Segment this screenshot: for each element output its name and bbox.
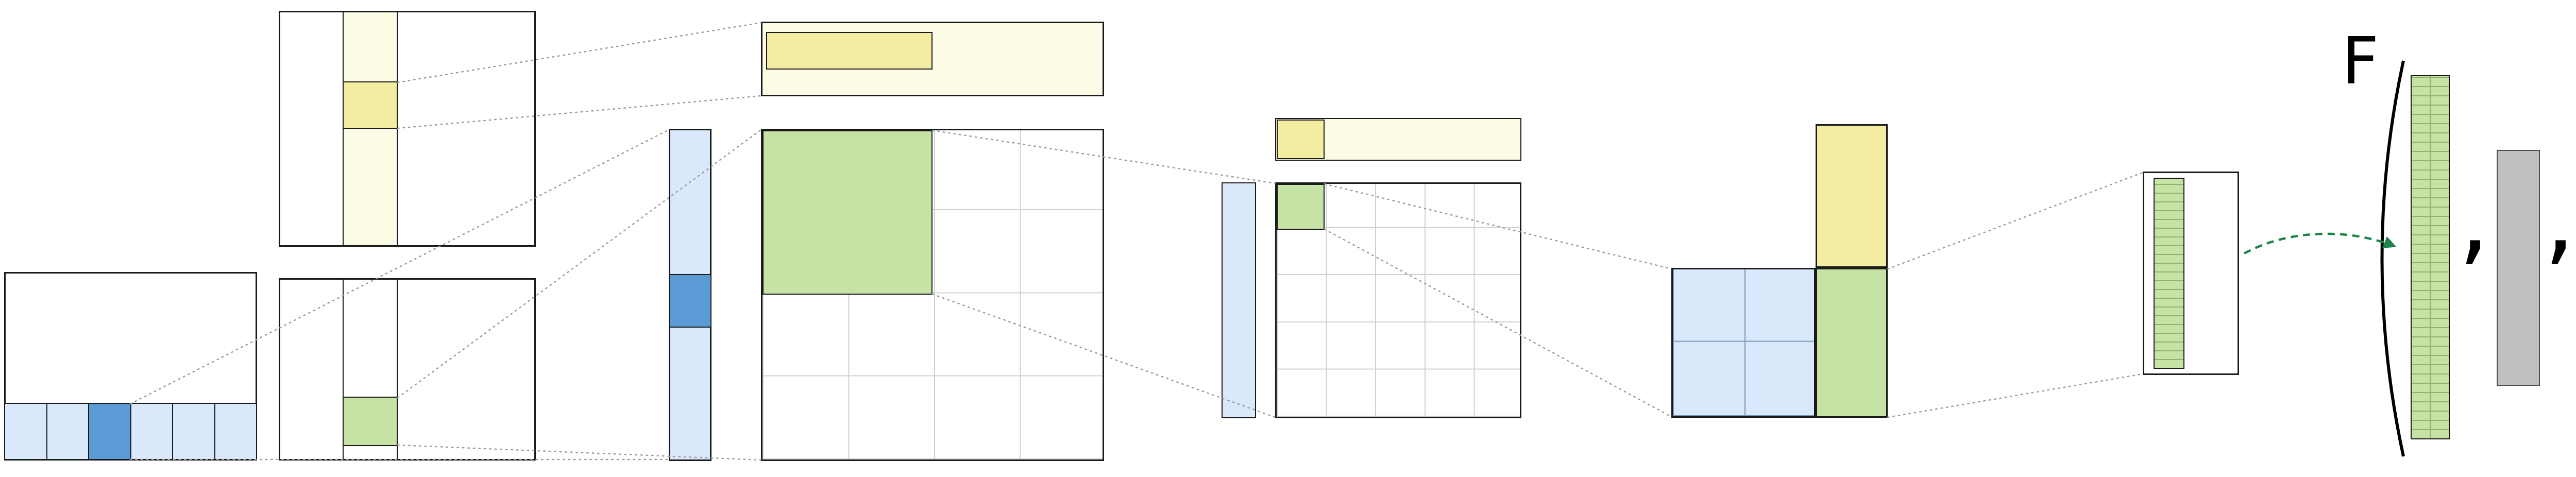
argument-gray-vector bbox=[2497, 150, 2540, 386]
green-block bbox=[1816, 268, 1888, 418]
yellow-segment-cell bbox=[1277, 120, 1325, 159]
vector-segment-highlight bbox=[669, 274, 711, 328]
green-submatrix bbox=[762, 130, 933, 295]
vector-cell bbox=[5, 404, 46, 459]
argument-separator: , bbox=[2459, 162, 2490, 276]
green-cell bbox=[1277, 184, 1325, 230]
vector-cell bbox=[130, 404, 172, 459]
argument-green-vector bbox=[2411, 75, 2450, 439]
yellow-block-cell bbox=[343, 81, 398, 129]
vector-cell bbox=[214, 404, 256, 459]
small-column-vector-strip bbox=[1222, 182, 1256, 418]
vector-cell-highlight bbox=[88, 404, 130, 459]
column-divider-line bbox=[343, 12, 344, 245]
highlight-column-ivory bbox=[344, 12, 396, 245]
argument-separator: , bbox=[2544, 162, 2575, 276]
column-divider-line bbox=[397, 12, 398, 245]
function-label: F bbox=[2342, 23, 2379, 99]
vector-row bbox=[5, 403, 256, 459]
bottom-factor-matrix bbox=[279, 278, 536, 461]
yellow-block bbox=[1816, 124, 1888, 268]
yellow-segment-cell bbox=[766, 32, 933, 70]
green-dashed-arrow bbox=[2243, 232, 2397, 254]
hatched-green-column bbox=[2154, 178, 2184, 369]
green-block-cell bbox=[343, 397, 398, 446]
argument-ellipsis: … bbox=[2571, 200, 2576, 277]
blue-dense-block bbox=[1671, 268, 1816, 418]
vector-cell bbox=[46, 404, 88, 459]
top-factor-matrix bbox=[279, 11, 536, 247]
left-parenthesis bbox=[2380, 60, 2405, 457]
vector-cell bbox=[172, 404, 214, 459]
